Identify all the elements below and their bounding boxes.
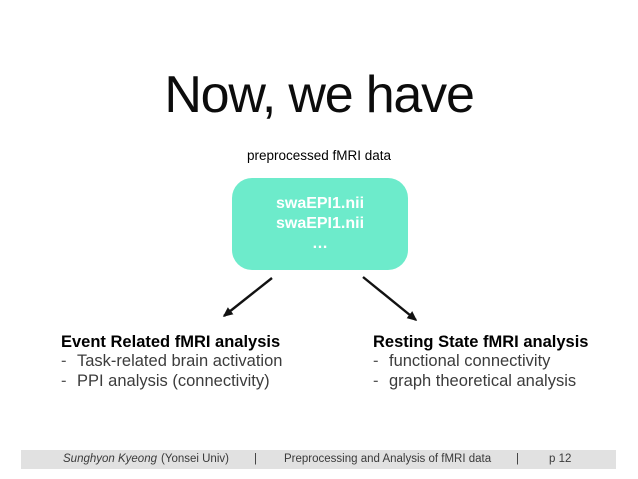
- box-filename-line: swaEPI1.nii: [275, 215, 365, 232]
- resting-state-block: Resting State fMRI analysis - functional…: [373, 333, 588, 391]
- left-arrow: [222, 277, 273, 317]
- resting-state-heading: Resting State fMRI analysis: [373, 333, 589, 351]
- footer-affiliation: (Yonsei Univ): [161, 453, 229, 465]
- event-related-heading: Event Related fMRI analysis: [61, 333, 281, 351]
- list-item-label: functional connectivity: [389, 352, 551, 371]
- footer-deck-title: Preprocessing and Analysis of fMRI data: [284, 453, 492, 465]
- box-ellipsis-line: …: [312, 235, 328, 252]
- bullet-dash: -: [373, 352, 379, 371]
- fmri-data-box: swaEPI1.nii swaEPI1.nii …: [232, 178, 408, 270]
- right-arrow: [362, 276, 418, 321]
- bullet-dash: -: [61, 352, 67, 371]
- event-related-block: Event Related fMRI analysis - Task-relat…: [61, 333, 282, 391]
- list-item-label: graph theoretical analysis: [389, 371, 577, 390]
- list-item-label: PPI analysis (connectivity): [77, 371, 270, 390]
- footer-bar: Sunghyon Kyeong (Yonsei Univ) | Preproces…: [21, 450, 616, 469]
- bullet-dash: -: [373, 371, 379, 390]
- slide-title: Now, we have: [164, 65, 475, 124]
- footer-separator: |: [254, 453, 257, 465]
- list-item: - Task-related brain activation: [61, 352, 282, 371]
- list-item: - graph theoretical analysis: [373, 372, 588, 391]
- preprocessed-data-label: preprocessed fMRI data: [246, 148, 392, 163]
- footer-separator: |: [516, 453, 519, 465]
- footer-author-group: Sunghyon Kyeong (Yonsei Univ): [63, 450, 229, 469]
- box-filename-line: swaEPI1.nii: [275, 195, 365, 212]
- bullet-dash: -: [61, 371, 67, 390]
- branch-arrows: [222, 276, 418, 321]
- list-item: - functional connectivity: [373, 352, 588, 371]
- list-item-label: Task-related brain activation: [77, 352, 283, 371]
- footer-page-number: p 12: [549, 453, 572, 465]
- footer-author: Sunghyon Kyeong: [63, 453, 157, 465]
- list-item: - PPI analysis (connectivity): [61, 372, 282, 391]
